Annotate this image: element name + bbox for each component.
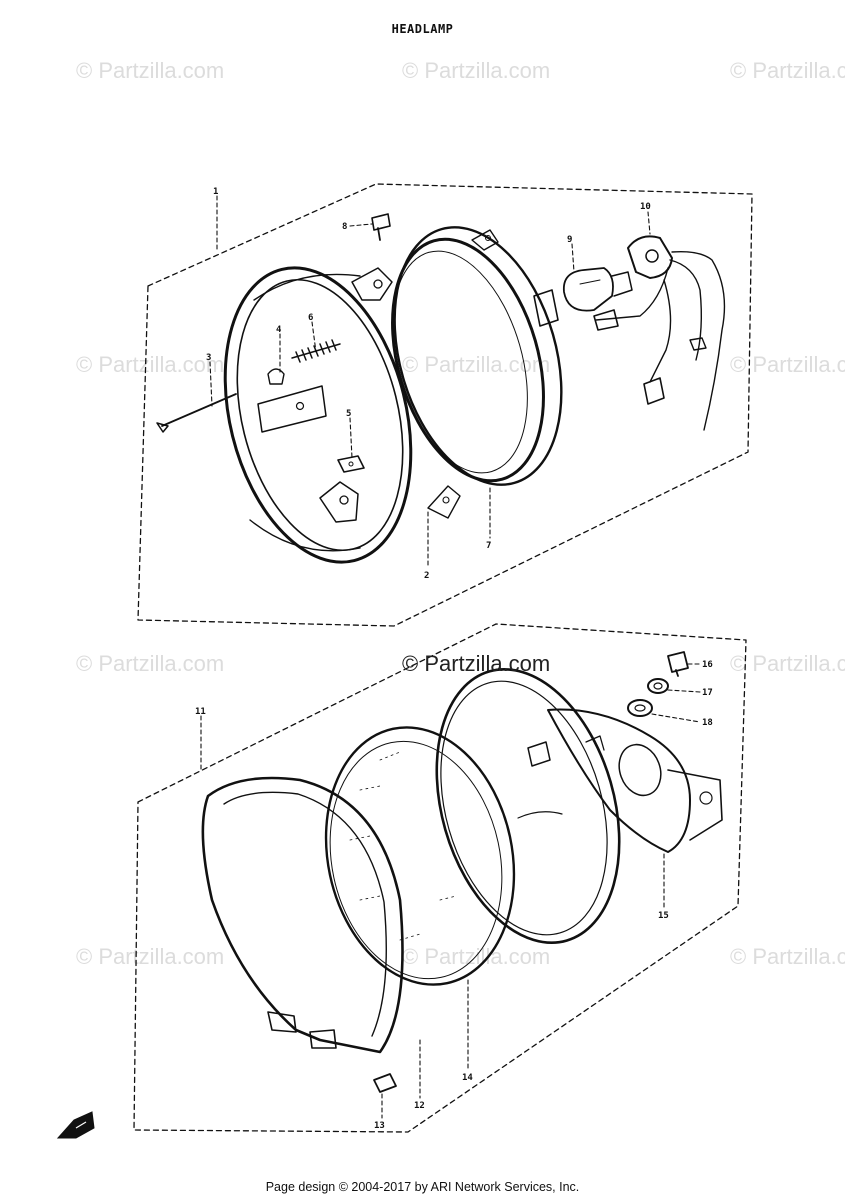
screw-part-8 — [371, 213, 391, 241]
callout-9: 9 — [567, 235, 572, 245]
callout-2: 2 — [424, 571, 429, 581]
headlamp-housing-part-2 — [223, 266, 461, 564]
callout-10: 10 — [640, 202, 651, 212]
plate-part-5 — [337, 455, 365, 473]
sealed-beam-part-7 — [391, 226, 563, 486]
leader-lines — [200, 195, 701, 1119]
watermark: © Partzilla.com — [76, 944, 225, 969]
watermark-main: © Partzilla.com — [402, 651, 551, 676]
callout-labels: 1 2 3 4 5 6 7 8 9 10 11 12 13 14 15 16 1… — [195, 187, 713, 1131]
reflector-shell — [435, 668, 621, 944]
callout-16: 16 — [702, 660, 713, 670]
callout-4: 4 — [276, 325, 282, 335]
washer-part-18 — [627, 699, 653, 717]
diagram-title: HEADLAMP — [391, 22, 454, 36]
front-direction-arrow-icon — [56, 1111, 95, 1139]
bulb-part-9 — [562, 267, 633, 312]
watermark: © Partzilla.com — [76, 352, 225, 377]
assembly-11-boundary — [133, 623, 747, 1133]
callout-5: 5 — [346, 409, 351, 419]
socket-wiring-part-10 — [593, 235, 726, 431]
callout-13: 13 — [374, 1121, 385, 1131]
bolt-part-16 — [667, 651, 689, 677]
callout-7: 7 — [486, 541, 491, 551]
callout-3: 3 — [206, 353, 211, 363]
callout-1: 1 — [213, 187, 218, 197]
bracket-part-15 — [547, 708, 723, 853]
callout-18: 18 — [702, 718, 713, 728]
page-footer: Page design © 2004-2017 by ARI Network S… — [265, 1180, 580, 1194]
watermark: © Partzilla.com — [730, 944, 845, 969]
lens-unit-part-14 — [324, 726, 516, 986]
rim-part-12 — [201, 776, 404, 1054]
callout-12: 12 — [414, 1101, 425, 1111]
screw-part-13 — [373, 1073, 397, 1093]
watermark: © Partzilla.com — [730, 651, 845, 676]
watermark: © Partzilla.com — [76, 651, 225, 676]
callout-15: 15 — [658, 911, 669, 921]
watermark: © Partzilla.com — [402, 58, 551, 83]
watermark: © Partzilla.com — [730, 58, 845, 83]
screw-part-3 — [156, 393, 237, 433]
callout-8: 8 — [342, 222, 347, 232]
callout-11: 11 — [195, 707, 206, 717]
callout-14: 14 — [462, 1073, 473, 1083]
callout-17: 17 — [702, 688, 713, 698]
watermark: © Partzilla.com — [76, 58, 225, 83]
lock-washer-part-17 — [647, 678, 669, 694]
callout-6: 6 — [308, 313, 313, 323]
assembly-1-boundary — [137, 183, 753, 627]
